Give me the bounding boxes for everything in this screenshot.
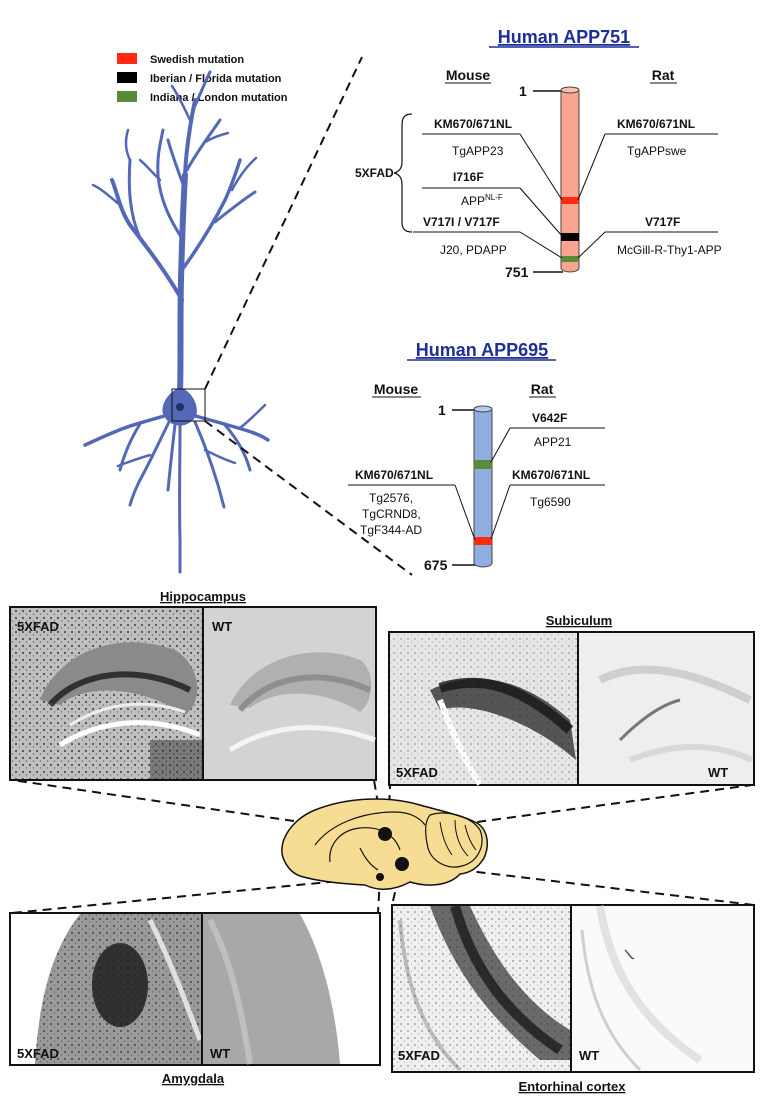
app695-title: Human APP695 <box>416 340 548 360</box>
legend: Swedish mutation Iberian / Florida mutat… <box>117 53 288 104</box>
entorhinal-panel: 5XFAD WT Entorhinal cortex <box>391 904 755 1094</box>
neuron-illustration <box>83 70 270 574</box>
app695-rat-mutation-2: KM670/671NL <box>512 468 590 482</box>
hippocampus-wt-image <box>204 608 376 779</box>
app695-mouse-header: Mouse <box>374 381 419 397</box>
app695-end-label: 675 <box>424 557 448 573</box>
app695-mouse-model-1b: TgCRND8, <box>362 507 421 521</box>
hippocampus-5xfad-image <box>11 608 202 779</box>
5xfad-bracket <box>393 113 413 233</box>
app695-diagram: Human APP695 Mouse Rat 1 675 V642F APP21… <box>348 340 605 573</box>
hippocampus-panel: Hippocampus 5XFAD WT <box>9 589 377 781</box>
app751-indiana-band <box>561 256 579 262</box>
zoom-line-app751 <box>204 56 363 390</box>
brain-outline <box>281 798 488 890</box>
subiculum-5xfad-image <box>390 633 577 786</box>
app695-start-label: 1 <box>438 402 446 418</box>
entorhinal-5xfad-image <box>393 904 570 1072</box>
entorhinal-wt-image <box>572 905 753 1072</box>
app751-mouse-model-3: J20, PDAPP <box>440 243 507 257</box>
app751-rat-model-1: TgAPPswe <box>627 144 687 158</box>
app751-bar <box>560 87 580 273</box>
amygdala-5xfad-image <box>11 914 203 1064</box>
legend-label-swedish: Swedish mutation <box>150 54 244 66</box>
app751-title: Human APP751 <box>498 27 630 47</box>
amygdala-wt-image <box>203 914 379 1065</box>
zoom-line-app695 <box>204 420 413 576</box>
hippocampus-title: Hippocampus <box>160 589 246 604</box>
brain-illustration <box>11 779 755 914</box>
subiculum-5xfad-label: 5XFAD <box>396 765 438 780</box>
legend-swatch-swedish <box>117 53 137 64</box>
app695-rat-model-1: APP21 <box>534 435 572 449</box>
app751-mouse-model-1: TgAPP23 <box>452 144 504 158</box>
app695-mouse-model-1c: TgF344-AD <box>360 523 422 537</box>
app695-rat-mutation-1: V642F <box>532 411 567 425</box>
brain-amygdala-dot <box>376 873 384 881</box>
amygdala-title: Amygdala <box>162 1071 225 1086</box>
app751-start-label: 1 <box>519 83 527 99</box>
hippocampus-5xfad-label: 5XFAD <box>17 619 59 634</box>
app751-diagram: Human APP751 Mouse Rat 1 751 5XFAD KM670… <box>355 27 722 280</box>
app695-mouse-model-1a: Tg2576, <box>369 491 413 505</box>
app695-mouse-mutation-1: KM670/671NL <box>355 468 433 482</box>
legend-swatch-indiana <box>117 91 137 102</box>
app751-group-label: 5XFAD <box>355 166 394 180</box>
entorhinal-5xfad-label: 5XFAD <box>398 1048 440 1063</box>
app751-mouse-mutation-3: V717I / V717F <box>423 215 500 229</box>
app751-swedish-band <box>561 197 579 204</box>
app751-rat-mutation-2: V717F <box>645 215 680 229</box>
hippocampus-wt-label: WT <box>212 619 232 634</box>
app695-swedish-band <box>474 537 492 545</box>
amygdala-wt-label: WT <box>210 1046 230 1061</box>
legend-swatch-iberian <box>117 72 137 83</box>
subiculum-title: Subiculum <box>546 613 612 628</box>
entorhinal-title: Entorhinal cortex <box>519 1079 627 1094</box>
app695-rat-header: Rat <box>531 381 554 397</box>
subiculum-panel: Subiculum 5XFAD WT <box>388 613 755 786</box>
amygdala-panel: 5XFAD WT Amygdala <box>9 912 381 1086</box>
app751-mouse-header: Mouse <box>446 67 491 83</box>
legend-label-iberian: Iberian / Florida mutation <box>150 73 282 85</box>
app751-iberian-band <box>561 233 579 241</box>
amygdala-5xfad-label: 5XFAD <box>17 1046 59 1061</box>
subiculum-wt-image <box>579 633 754 784</box>
app751-mouse-model-2: APPNL-F <box>461 193 503 208</box>
subiculum-wt-label: WT <box>708 765 728 780</box>
app751-rat-model-2: McGill-R-Thy1-APP <box>617 243 722 257</box>
brain-entorhinal-dot <box>395 857 409 871</box>
app695-rat-model-2: Tg6590 <box>530 495 571 509</box>
soma-zoom-box <box>171 388 206 422</box>
app695-indiana-band <box>474 460 492 469</box>
brain-subiculum-dot <box>378 827 392 841</box>
entorhinal-wt-label: WT <box>579 1048 599 1063</box>
app751-rat-mutation-1: KM670/671NL <box>617 117 695 131</box>
legend-label-indiana: Indiana / London mutation <box>150 92 288 104</box>
app751-mouse-mutation-2: I716F <box>453 170 484 184</box>
app751-end-label: 751 <box>505 264 529 280</box>
app751-rat-header: Rat <box>652 67 675 83</box>
app751-mouse-mutation-1: KM670/671NL <box>434 117 512 131</box>
